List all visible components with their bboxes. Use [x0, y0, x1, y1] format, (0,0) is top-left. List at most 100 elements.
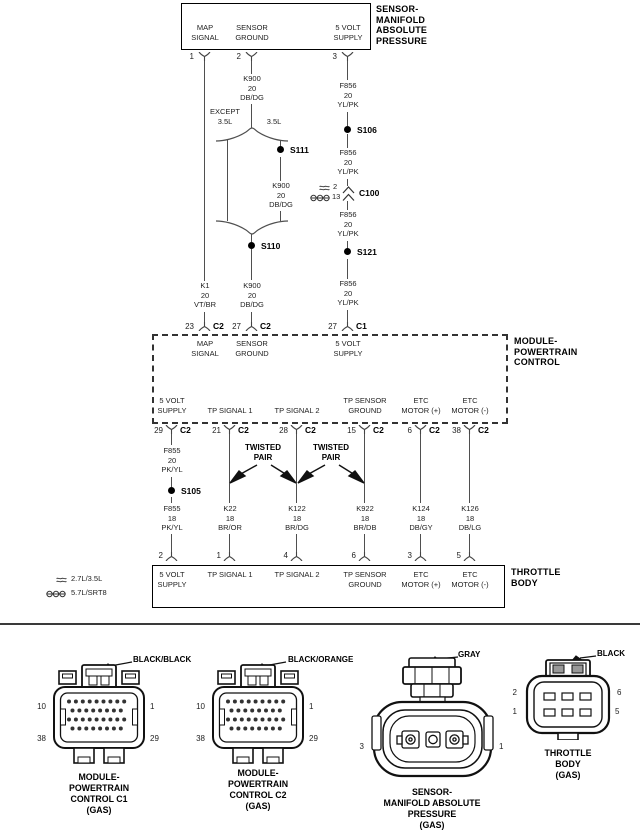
map-sensor-box — [181, 3, 371, 50]
wire-segment — [229, 534, 230, 552]
wire-label-f855-18: F855 18 PK/YL — [161, 504, 183, 532]
connector-corner-pin: 2 — [512, 688, 517, 697]
wire-segment — [364, 534, 365, 552]
wire-segment — [347, 241, 348, 251]
wire-label-k922: K922 18 BR/DB — [353, 504, 377, 532]
wire-segment — [171, 497, 172, 503]
pin-fork-icon — [245, 52, 258, 61]
pcm-sensor-ground-label: SENSOR GROUND — [235, 339, 269, 358]
connector-id: C2 — [429, 425, 440, 435]
splice-label-s110: S110 — [261, 241, 281, 251]
branch-label-except: EXCEPT 3.5L — [209, 107, 241, 126]
pin-number: 3 — [407, 551, 412, 560]
legend-symbol-57-srt8 — [46, 590, 66, 598]
variant-symbol-2point7-3point5 — [319, 185, 330, 191]
connector-id: C2 — [238, 425, 249, 435]
pin-fork-icon — [341, 322, 354, 331]
wire-segment — [364, 434, 365, 503]
pin-number: 3 — [332, 52, 337, 61]
map-signal-pin-label: MAP SIGNAL — [191, 23, 219, 42]
connector-corner-pin: 1 — [499, 742, 504, 751]
pcm-out-label: 5 VOLT SUPPLY — [157, 396, 187, 415]
map-sensor-title: SENSOR- MANIFOLD ABSOLUTE PRESSURE — [376, 4, 428, 46]
connector-wire-color: BLACK — [597, 649, 625, 658]
wire-segment — [171, 534, 172, 552]
pin-fork-icon — [358, 425, 371, 434]
inline-connector-icon — [342, 186, 355, 202]
tb-pin-label: ETC MOTOR (+) — [401, 570, 441, 589]
splice-label-s106: S106 — [357, 125, 377, 135]
connector-id: C2 — [478, 425, 489, 435]
tb-pin-label: 5 VOLT SUPPLY — [157, 570, 187, 589]
pcm-map-signal-label: MAP SIGNAL — [191, 339, 219, 358]
connector-corner-pin: 29 — [150, 734, 159, 743]
pin-fork-icon — [463, 425, 476, 434]
pin-number: 4 — [283, 551, 288, 560]
wire-segment — [171, 477, 172, 487]
connector-caption: SENSOR- MANIFOLD ABSOLUTE PRESSURE (GAS) — [383, 787, 481, 830]
tb-pin-label: ETC MOTOR (-) — [451, 570, 489, 589]
wire-segment — [347, 134, 348, 148]
pin-fork-icon — [414, 425, 427, 434]
connector-corner-pin: 1 — [150, 702, 155, 711]
legend-item-2: 5.7L/SRT8 — [71, 588, 107, 597]
pin-number: 6 — [407, 426, 412, 435]
legend-item-1: 2.7L/3.5L — [71, 574, 103, 583]
pin-fork-icon — [290, 552, 303, 561]
map-connector-drawing — [370, 656, 495, 782]
tb-pin-label: TP SIGNAL 2 — [274, 570, 320, 579]
splice-dot — [248, 242, 255, 249]
pcm-out-label: TP SENSOR GROUND — [343, 396, 387, 415]
5v-supply-pin-label: 5 VOLT SUPPLY — [333, 23, 363, 42]
wire-label-f856: F856 20 YL/PK — [337, 210, 359, 238]
pin-number: 2 — [236, 52, 241, 61]
wire-segment — [347, 201, 348, 210]
section-divider — [0, 623, 640, 625]
pin-number: 21 — [212, 426, 221, 435]
wire-segment — [204, 61, 205, 281]
wire-label-k124: K124 18 DB/GY — [409, 504, 433, 532]
pcm-out-label: TP SIGNAL 2 — [274, 406, 320, 415]
connector-wire-color: BLACK/ORANGE — [288, 655, 354, 664]
connector-wire-color: BLACK/BLACK — [133, 655, 192, 664]
connector-corner-pin: 1 — [309, 702, 314, 711]
wire-segment — [204, 312, 205, 322]
pin-fork-icon — [198, 52, 211, 61]
pin-fork-icon — [223, 552, 236, 561]
wire-segment — [171, 434, 172, 445]
pcm-out-label: TP SIGNAL 1 — [207, 406, 253, 415]
splice-label-s121: S121 — [357, 247, 377, 257]
pin-fork-icon — [341, 52, 354, 61]
pin-number: 2 — [158, 551, 163, 560]
pin-fork-icon — [198, 322, 211, 331]
pcm-title: MODULE- POWERTRAIN CONTROL — [514, 336, 578, 367]
connector-id: C2 — [180, 425, 191, 435]
splice-dot — [344, 126, 351, 133]
pcm-c1-connector-drawing — [52, 662, 146, 770]
pcm-box — [152, 334, 508, 424]
legend-symbol-27-35 — [56, 577, 67, 583]
connector-wire-color: GRAY — [458, 650, 481, 659]
wire-segment — [251, 312, 252, 322]
wire-segment — [280, 140, 281, 149]
branch-label-35l: 3.5L — [266, 117, 282, 126]
connector-corner-pin: 10 — [196, 702, 205, 711]
pcm-out-label: ETC MOTOR (+) — [401, 396, 441, 415]
twisted-pair-arrows — [225, 464, 375, 486]
wire-segment — [280, 211, 281, 221]
connector-id: C1 — [356, 321, 367, 331]
pin-number: 27 — [328, 322, 337, 331]
connector-corner-pin: 38 — [196, 734, 205, 743]
wire-segment — [251, 234, 252, 242]
tb-pin-label: TP SENSOR GROUND — [343, 570, 387, 589]
connector-corner-pin: 1 — [512, 707, 517, 716]
variant-symbol-5point7-srt8 — [310, 194, 330, 202]
wire-segment — [347, 310, 348, 322]
wire-label-f856: F856 20 YL/PK — [337, 81, 359, 109]
pin-number: 27 — [232, 322, 241, 331]
pin-number: 1 — [189, 52, 194, 61]
wire-label-k900: K900 20 DB/DG — [269, 181, 293, 209]
wire-segment — [347, 112, 348, 126]
splice-dot — [277, 146, 284, 153]
